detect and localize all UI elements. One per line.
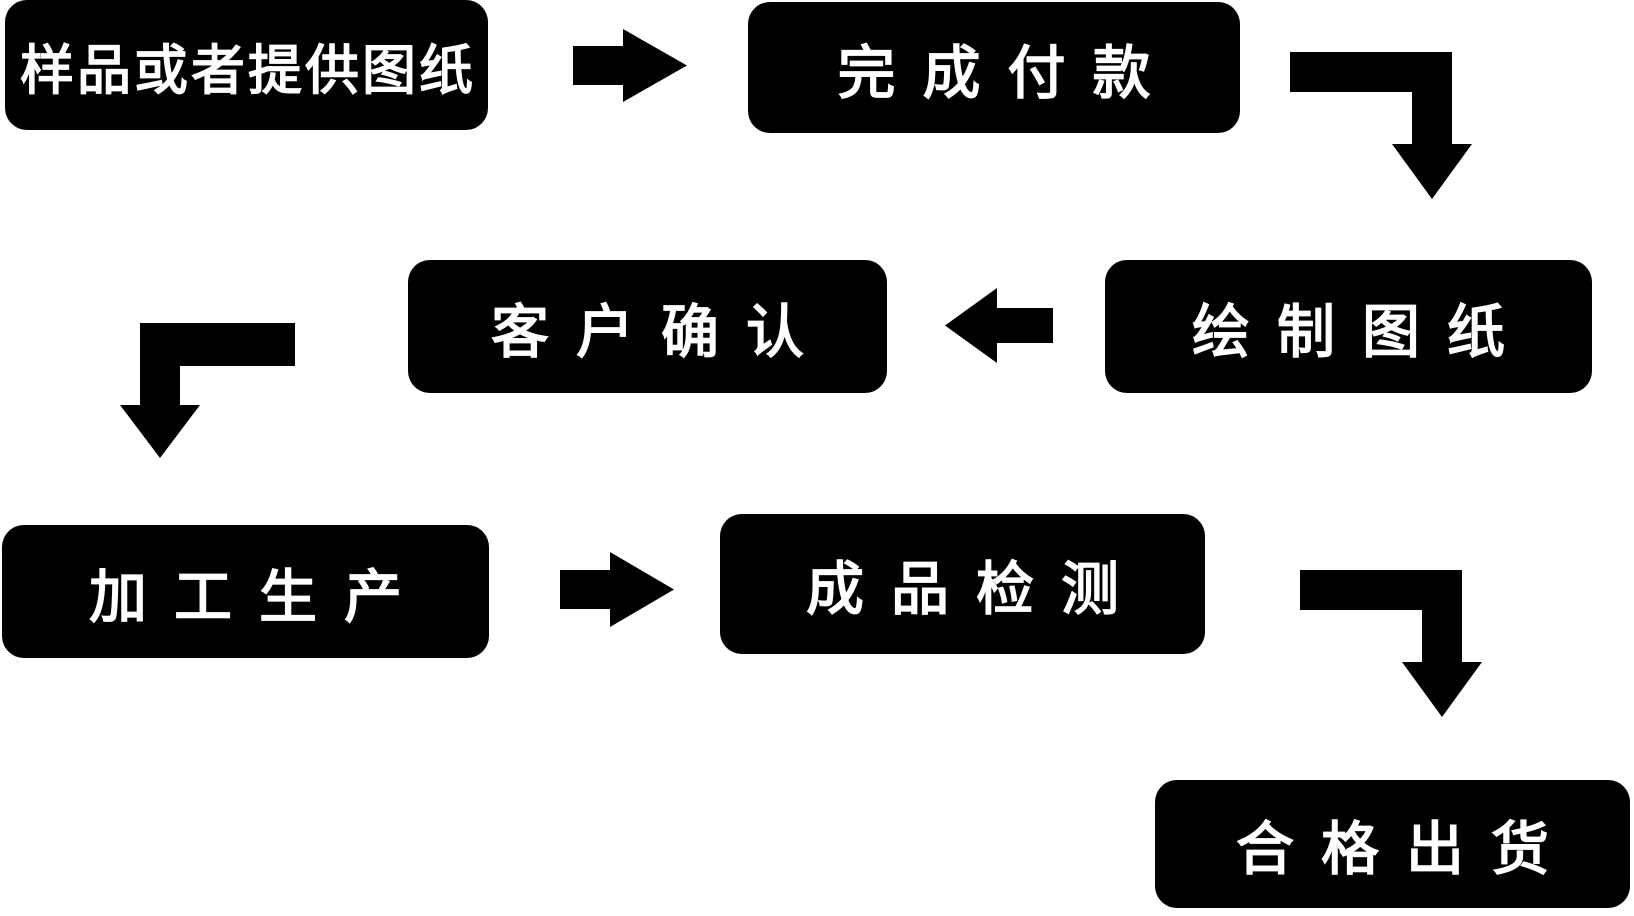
- arrow-left-icon: [945, 288, 1053, 363]
- node-product-inspection: 成品检测: [720, 514, 1205, 654]
- node-customer-confirm: 客户确认: [408, 260, 887, 393]
- node-label: 绘制图纸: [1191, 299, 1532, 365]
- node-label: 加工生产: [88, 564, 429, 630]
- node-sample-or-drawing: 样品或者提供图纸: [5, 0, 488, 130]
- arrow-right-icon: [573, 29, 687, 102]
- arrow-elbow-down-icon: [1290, 52, 1472, 199]
- node-label: 合格出货: [1235, 817, 1576, 882]
- arrow-right-icon: [560, 552, 674, 627]
- node-label: 客户确认: [490, 299, 831, 365]
- node-label: 样品或者提供图纸: [20, 40, 476, 101]
- node-production: 加工生产: [2, 525, 489, 658]
- node-label: 成品检测: [805, 557, 1146, 622]
- arrow-elbow-down-icon: [1300, 570, 1482, 717]
- node-draw-drawings: 绘制图纸: [1105, 260, 1592, 393]
- node-label: 完成付款: [837, 40, 1178, 106]
- node-qualified-shipment: 合格出货: [1155, 780, 1630, 908]
- node-complete-payment: 完成付款: [748, 2, 1240, 133]
- arrow-elbow-down-icon: [120, 323, 295, 458]
